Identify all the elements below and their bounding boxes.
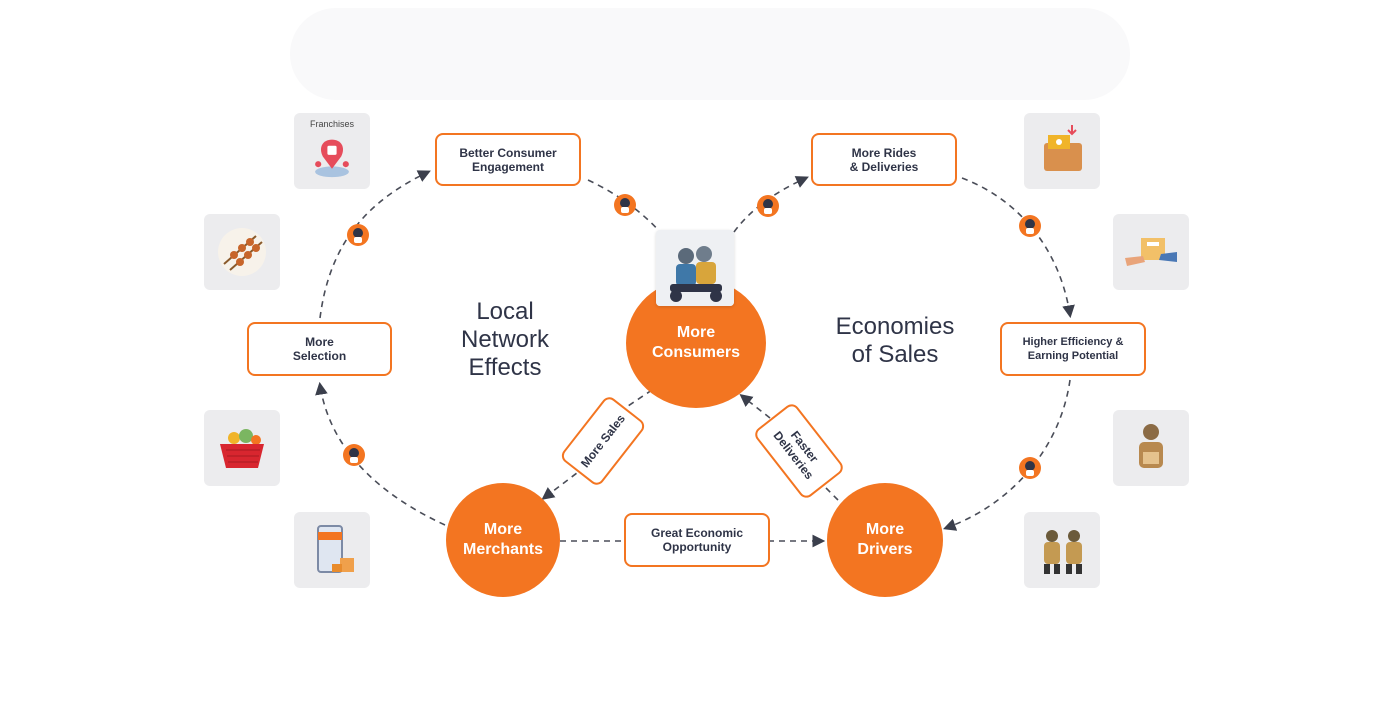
scooter-icon	[1019, 215, 1041, 237]
economies-of-sales-label: Economies of Sales	[835, 313, 955, 368]
arrow-deliveries-to-consumers	[739, 394, 771, 419]
label-more-rides-deliveries: More Rides & Deliveries	[811, 133, 957, 186]
label-great-economic-opportunity: Great Economic Opportunity	[624, 513, 770, 567]
food-skewers-icon	[218, 228, 266, 276]
box-text: Higher Efficiency & Earning Potential	[1022, 336, 1124, 362]
arrow-rides-to-efficiency	[961, 177, 1075, 319]
tile-shop	[294, 512, 370, 588]
courier-person-icon	[1139, 424, 1163, 468]
box-text: Better Consumer Engagement	[459, 145, 557, 174]
node-more-drivers: More Drivers	[827, 483, 943, 597]
node-label: More Drivers	[857, 521, 913, 558]
tile-franchises: Franchises	[294, 113, 370, 189]
arrow-drivers-to-deliveries	[825, 487, 839, 501]
scooter-icon	[1019, 457, 1041, 479]
grocery-basket-icon	[220, 429, 264, 468]
scooter-icon	[614, 194, 636, 216]
top-banner-blur	[290, 8, 1130, 100]
tile-riders	[1024, 512, 1100, 588]
box-text: Great Economic Opportunity	[650, 526, 744, 554]
scooter-icon	[347, 224, 369, 246]
wallet-payment-icon	[1044, 125, 1082, 171]
tile-delivery-handoff	[1113, 214, 1189, 290]
store-location-icon	[315, 139, 349, 178]
arrow-merchants-to-selection	[315, 381, 446, 526]
tile-grocery	[204, 410, 280, 486]
riders-photo	[656, 230, 734, 306]
scooter-icon	[343, 444, 365, 466]
riders-illustration-icon	[656, 230, 734, 306]
scooter-icon	[757, 195, 779, 217]
tile-food	[204, 214, 280, 290]
node-label: More Consumers	[651, 324, 741, 361]
franchises-label: Franchises	[309, 119, 354, 129]
label-more-selection: More Selection	[247, 322, 392, 376]
node-more-merchants: More Merchants	[446, 483, 560, 597]
label-higher-efficiency: Higher Efficiency & Earning Potential	[1000, 322, 1146, 376]
arrow-consumers-to-rides	[733, 176, 809, 233]
label-better-consumer-engagement: Better Consumer Engagement	[435, 133, 581, 186]
box-text: More Rides & Deliveries	[849, 145, 919, 174]
box-text: More Selection	[292, 335, 347, 363]
local-network-effects-label: Local Network Effects	[460, 298, 550, 381]
tile-courier	[1113, 410, 1189, 486]
mobile-shop-icon	[317, 525, 354, 573]
package-handoff-icon	[1125, 238, 1177, 266]
arrow-efficiency-to-drivers	[942, 379, 1071, 531]
delivery-riders-icon	[1044, 530, 1082, 574]
node-label: More Merchants	[462, 521, 544, 558]
tile-payment	[1024, 113, 1100, 189]
arrow-selection-to-engagement	[319, 170, 431, 319]
